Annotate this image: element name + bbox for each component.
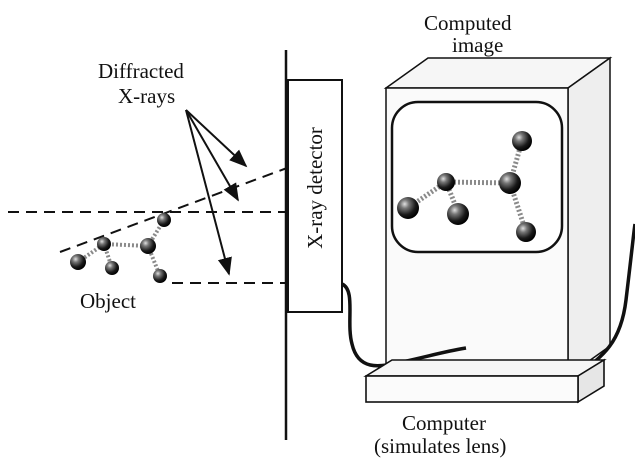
arrow-lower	[185, 109, 232, 276]
computed-atom	[516, 222, 536, 242]
computed-atom	[397, 197, 419, 219]
diffracted-beam-upper-line	[59, 167, 288, 253]
diffracted-label-line1: Diffracted	[98, 59, 184, 83]
monitor-screen	[390, 100, 564, 254]
object-label: Object	[80, 289, 136, 313]
xray-detector-label: X-ray detector	[303, 127, 327, 249]
xray-detector-box	[287, 79, 343, 313]
detector-cable	[340, 282, 467, 368]
object-atom	[140, 238, 156, 254]
object-atom	[105, 261, 119, 275]
arrow-middle	[185, 109, 239, 202]
computed-atom	[447, 203, 469, 225]
object-molecule	[70, 213, 171, 283]
monitor	[383, 56, 613, 378]
computed-image-label-line2: image	[452, 33, 503, 57]
computed-image-label-line1: Computed	[424, 11, 512, 35]
computed-atom	[499, 172, 521, 194]
object-atom	[97, 237, 111, 251]
diffracted-label-line2: X-rays	[118, 84, 175, 108]
computed-molecule	[397, 131, 536, 242]
computer-label-line1: Computer	[402, 411, 486, 435]
computer-box	[363, 358, 607, 404]
computed-atom	[512, 131, 532, 151]
diffraction-arrows	[185, 109, 248, 276]
arrow-upper	[185, 109, 248, 168]
computed-atom	[437, 173, 455, 191]
object-atom	[153, 269, 167, 283]
xray-beams	[8, 167, 288, 284]
computer-label-line2: (simulates lens)	[374, 434, 506, 458]
computer-top	[363, 359, 607, 377]
monitor-side	[567, 56, 611, 378]
computer-front	[365, 375, 579, 403]
object-atom	[70, 254, 86, 270]
object-atom	[157, 213, 171, 227]
